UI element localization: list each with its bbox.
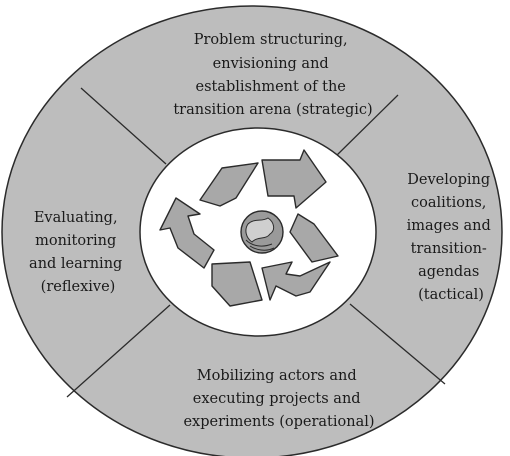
segment-bottom-text: Mobilizing actors and executing projects… xyxy=(183,368,374,430)
segment-top-line-4: transition arena (strategic) xyxy=(173,102,372,118)
recycle-arrow-top-left xyxy=(199,162,259,207)
divider-bottom-right xyxy=(349,303,446,385)
recycle-arrow-bottom-right xyxy=(261,261,331,301)
segment-right-line-6: (tactical) xyxy=(418,287,484,303)
recycle-arrows-with-globe-icon xyxy=(159,149,339,307)
recycle-arrow-bottom-block xyxy=(211,261,263,307)
segment-right-line-2: coalitions, xyxy=(411,195,486,211)
segment-left-line-2: monitoring xyxy=(35,233,116,249)
segment-right-text: Developing coalitions, images and transi… xyxy=(407,172,496,303)
segment-right-line-3: images and xyxy=(407,218,491,234)
recycle-arrow-top-right xyxy=(261,149,327,209)
segment-right-line-5: agendas xyxy=(418,264,479,280)
segment-top-line-2: envisioning and xyxy=(213,56,329,72)
segment-left-line-4: (reflexive) xyxy=(41,279,116,295)
globe-icon xyxy=(240,210,284,254)
segment-dividers xyxy=(66,87,446,398)
divider-top-left xyxy=(80,87,167,165)
segment-top-line-1: Problem structuring, xyxy=(194,32,348,48)
divider-bottom-left xyxy=(66,304,171,398)
segment-top-text: Problem structuring, envisioning and est… xyxy=(173,32,372,118)
segment-left-text: Evaluating, monitoring and learning (ref… xyxy=(29,210,127,295)
divider-top-right xyxy=(333,94,399,159)
segment-left-line-3: and learning xyxy=(29,256,122,272)
segment-bottom-line-3: experiments (operational) xyxy=(183,414,374,430)
segment-right-line-4: transition- xyxy=(411,241,487,257)
segment-top-line-3: establishment of the xyxy=(196,79,346,95)
recycle-arrow-right-block xyxy=(289,213,339,263)
segment-left-line-1: Evaluating, xyxy=(34,210,118,226)
segment-bottom-line-2: executing projects and xyxy=(193,391,361,407)
segment-bottom-line-1: Mobilizing actors and xyxy=(197,368,357,384)
recycle-arrow-left xyxy=(159,197,215,269)
segment-right-line-1: Developing xyxy=(407,172,490,188)
